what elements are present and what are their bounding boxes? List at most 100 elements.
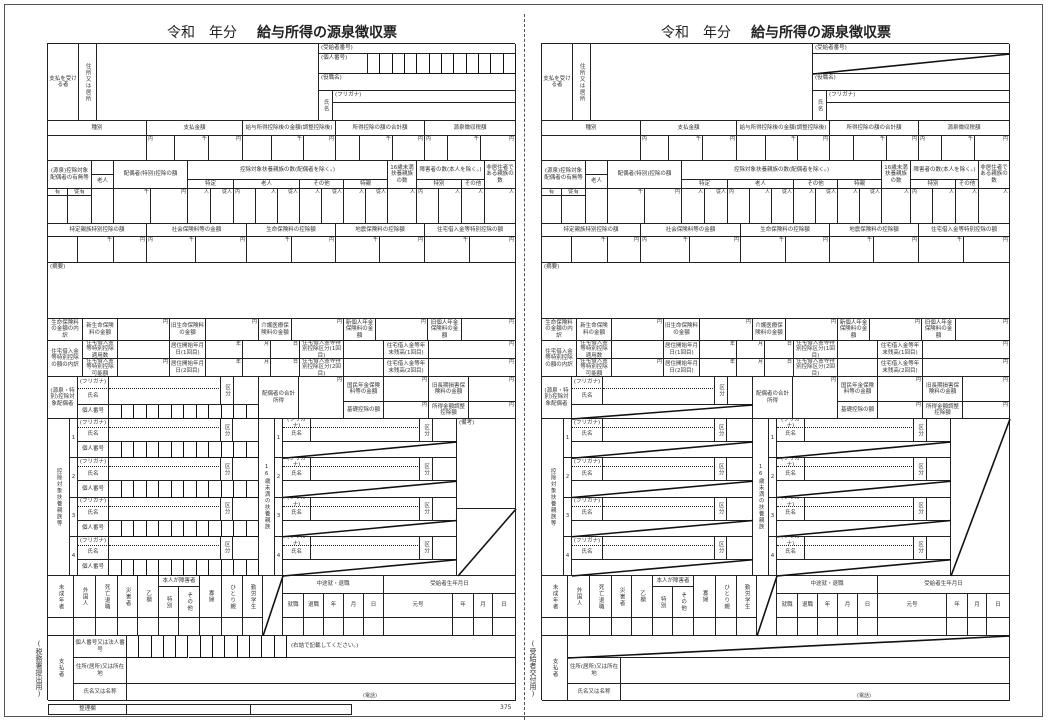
amount-field[interactable]: 千 bbox=[919, 237, 964, 263]
amount-field[interactable]: 内千 bbox=[147, 237, 196, 263]
dependent-name-field[interactable] bbox=[603, 545, 715, 560]
date-field[interactable] bbox=[324, 618, 344, 636]
blank-cell[interactable] bbox=[263, 576, 283, 636]
dependent-name-field[interactable] bbox=[109, 545, 221, 560]
amount-field[interactable]: 千 bbox=[78, 237, 114, 263]
blank-cell[interactable] bbox=[457, 509, 516, 576]
amount-field[interactable]: 内千 bbox=[641, 237, 690, 263]
dependent-furigana-field[interactable] bbox=[603, 497, 715, 507]
amount-field[interactable]: 千 bbox=[572, 237, 608, 263]
number-digit-box[interactable] bbox=[221, 405, 234, 419]
count-field[interactable]: 人 bbox=[933, 189, 956, 224]
date-field[interactable]: 月 bbox=[243, 341, 271, 359]
kubun-field[interactable] bbox=[233, 419, 259, 442]
number-digit-box[interactable] bbox=[246, 481, 259, 498]
number-digit-box[interactable] bbox=[109, 442, 122, 459]
count-field[interactable]: 従人 bbox=[278, 189, 300, 224]
number-digit-box[interactable] bbox=[221, 559, 234, 576]
number-digit-box[interactable] bbox=[196, 405, 209, 419]
my-number-struck[interactable] bbox=[572, 520, 753, 537]
amount-field[interactable] bbox=[48, 237, 78, 263]
my-number-box[interactable] bbox=[404, 54, 418, 74]
check-field[interactable] bbox=[568, 618, 590, 636]
amount-field[interactable]: 円 bbox=[964, 237, 1010, 263]
amount-field[interactable]: 円 bbox=[870, 319, 922, 341]
check-field[interactable] bbox=[74, 618, 96, 636]
check-field[interactable] bbox=[653, 618, 673, 636]
dependent-name-field[interactable] bbox=[603, 467, 715, 482]
check-field[interactable] bbox=[159, 618, 179, 636]
number-digit-box[interactable] bbox=[109, 520, 122, 537]
kubun-field[interactable] bbox=[433, 536, 457, 560]
amount-field[interactable]: 千 bbox=[942, 136, 975, 161]
number-digit-box[interactable] bbox=[146, 442, 159, 459]
payee-name-field[interactable] bbox=[333, 103, 516, 121]
number-digit-box[interactable] bbox=[184, 559, 197, 576]
number-digit-box[interactable] bbox=[146, 559, 159, 576]
amount-field[interactable]: 内 bbox=[425, 136, 448, 161]
number-digit-box[interactable] bbox=[246, 442, 259, 459]
payer-name-field[interactable]: (電話) bbox=[127, 684, 516, 701]
kubun-field[interactable] bbox=[433, 419, 457, 442]
amount-field[interactable]: 円 bbox=[429, 341, 516, 359]
count-field[interactable]: 人 bbox=[794, 189, 816, 224]
amount-field[interactable]: 千 bbox=[175, 136, 209, 161]
amount-field[interactable]: 千 bbox=[766, 136, 798, 161]
count-field[interactable]: 人 bbox=[979, 189, 1010, 224]
number-digit-box[interactable] bbox=[109, 481, 122, 498]
corporate-number-box[interactable] bbox=[151, 636, 164, 658]
date-field[interactable] bbox=[344, 618, 364, 636]
my-number-struck[interactable] bbox=[283, 442, 457, 459]
date-field[interactable] bbox=[304, 618, 324, 636]
amount-field[interactable]: 内 bbox=[147, 136, 175, 161]
my-number-struck[interactable] bbox=[777, 520, 951, 537]
my-number-struck[interactable] bbox=[777, 481, 951, 498]
date-field[interactable]: 年 bbox=[700, 359, 737, 377]
my-number-box[interactable] bbox=[466, 54, 479, 74]
amount-field[interactable]: 円 bbox=[470, 237, 516, 263]
number-digit-box[interactable] bbox=[196, 559, 209, 576]
number-digit-box[interactable] bbox=[171, 442, 184, 459]
amount-field[interactable]: 円 bbox=[469, 377, 516, 402]
child-furigana-field[interactable] bbox=[805, 536, 914, 546]
amount-field[interactable]: 千 bbox=[608, 189, 645, 224]
amount-field[interactable] bbox=[336, 136, 360, 161]
amount-field[interactable]: 円 bbox=[384, 402, 429, 419]
number-digit-box[interactable] bbox=[121, 559, 134, 576]
kubun-field[interactable] bbox=[727, 458, 753, 482]
kubun-field[interactable] bbox=[728, 377, 753, 405]
date-field[interactable]: 月 bbox=[737, 359, 765, 377]
date-field[interactable]: 年 bbox=[700, 341, 737, 359]
amount-field[interactable] bbox=[118, 341, 170, 359]
child-name-field[interactable] bbox=[805, 428, 914, 442]
amount-field[interactable]: 円 bbox=[874, 237, 919, 263]
remarks-struck[interactable] bbox=[951, 419, 1010, 576]
date-field[interactable] bbox=[493, 618, 516, 636]
kubun-field[interactable] bbox=[233, 497, 259, 521]
kubun-field[interactable] bbox=[838, 341, 878, 359]
check-field[interactable] bbox=[737, 618, 757, 636]
spouse-has-field[interactable] bbox=[48, 196, 68, 224]
number-digit-box[interactable] bbox=[134, 442, 147, 459]
number-digit-box[interactable] bbox=[171, 559, 184, 576]
number-digit-box[interactable] bbox=[159, 559, 172, 576]
date-field[interactable] bbox=[858, 618, 878, 636]
number-digit-box[interactable] bbox=[171, 520, 184, 537]
label-summary[interactable]: (摘要) bbox=[48, 263, 516, 319]
my-number-struck[interactable] bbox=[572, 481, 753, 498]
count-field[interactable]: 人 bbox=[485, 189, 516, 224]
kubun-field[interactable] bbox=[727, 536, 753, 560]
payer-name-field[interactable]: (電話) bbox=[621, 684, 1010, 701]
count-field[interactable]: 従人 bbox=[772, 189, 794, 224]
amount-field[interactable]: 円 bbox=[690, 237, 741, 263]
dependent-furigana-field[interactable] bbox=[603, 536, 715, 546]
amount-field[interactable]: 円 bbox=[786, 319, 838, 341]
blank-cell[interactable] bbox=[586, 161, 608, 175]
child-name-field[interactable] bbox=[311, 545, 420, 560]
check-field[interactable] bbox=[612, 618, 632, 636]
count-field[interactable]: 内 bbox=[417, 189, 439, 224]
check-field[interactable] bbox=[673, 618, 694, 636]
count-field[interactable]: 人 bbox=[882, 189, 911, 224]
kubun-field[interactable] bbox=[344, 359, 384, 377]
count-field[interactable]: 人 bbox=[462, 189, 485, 224]
